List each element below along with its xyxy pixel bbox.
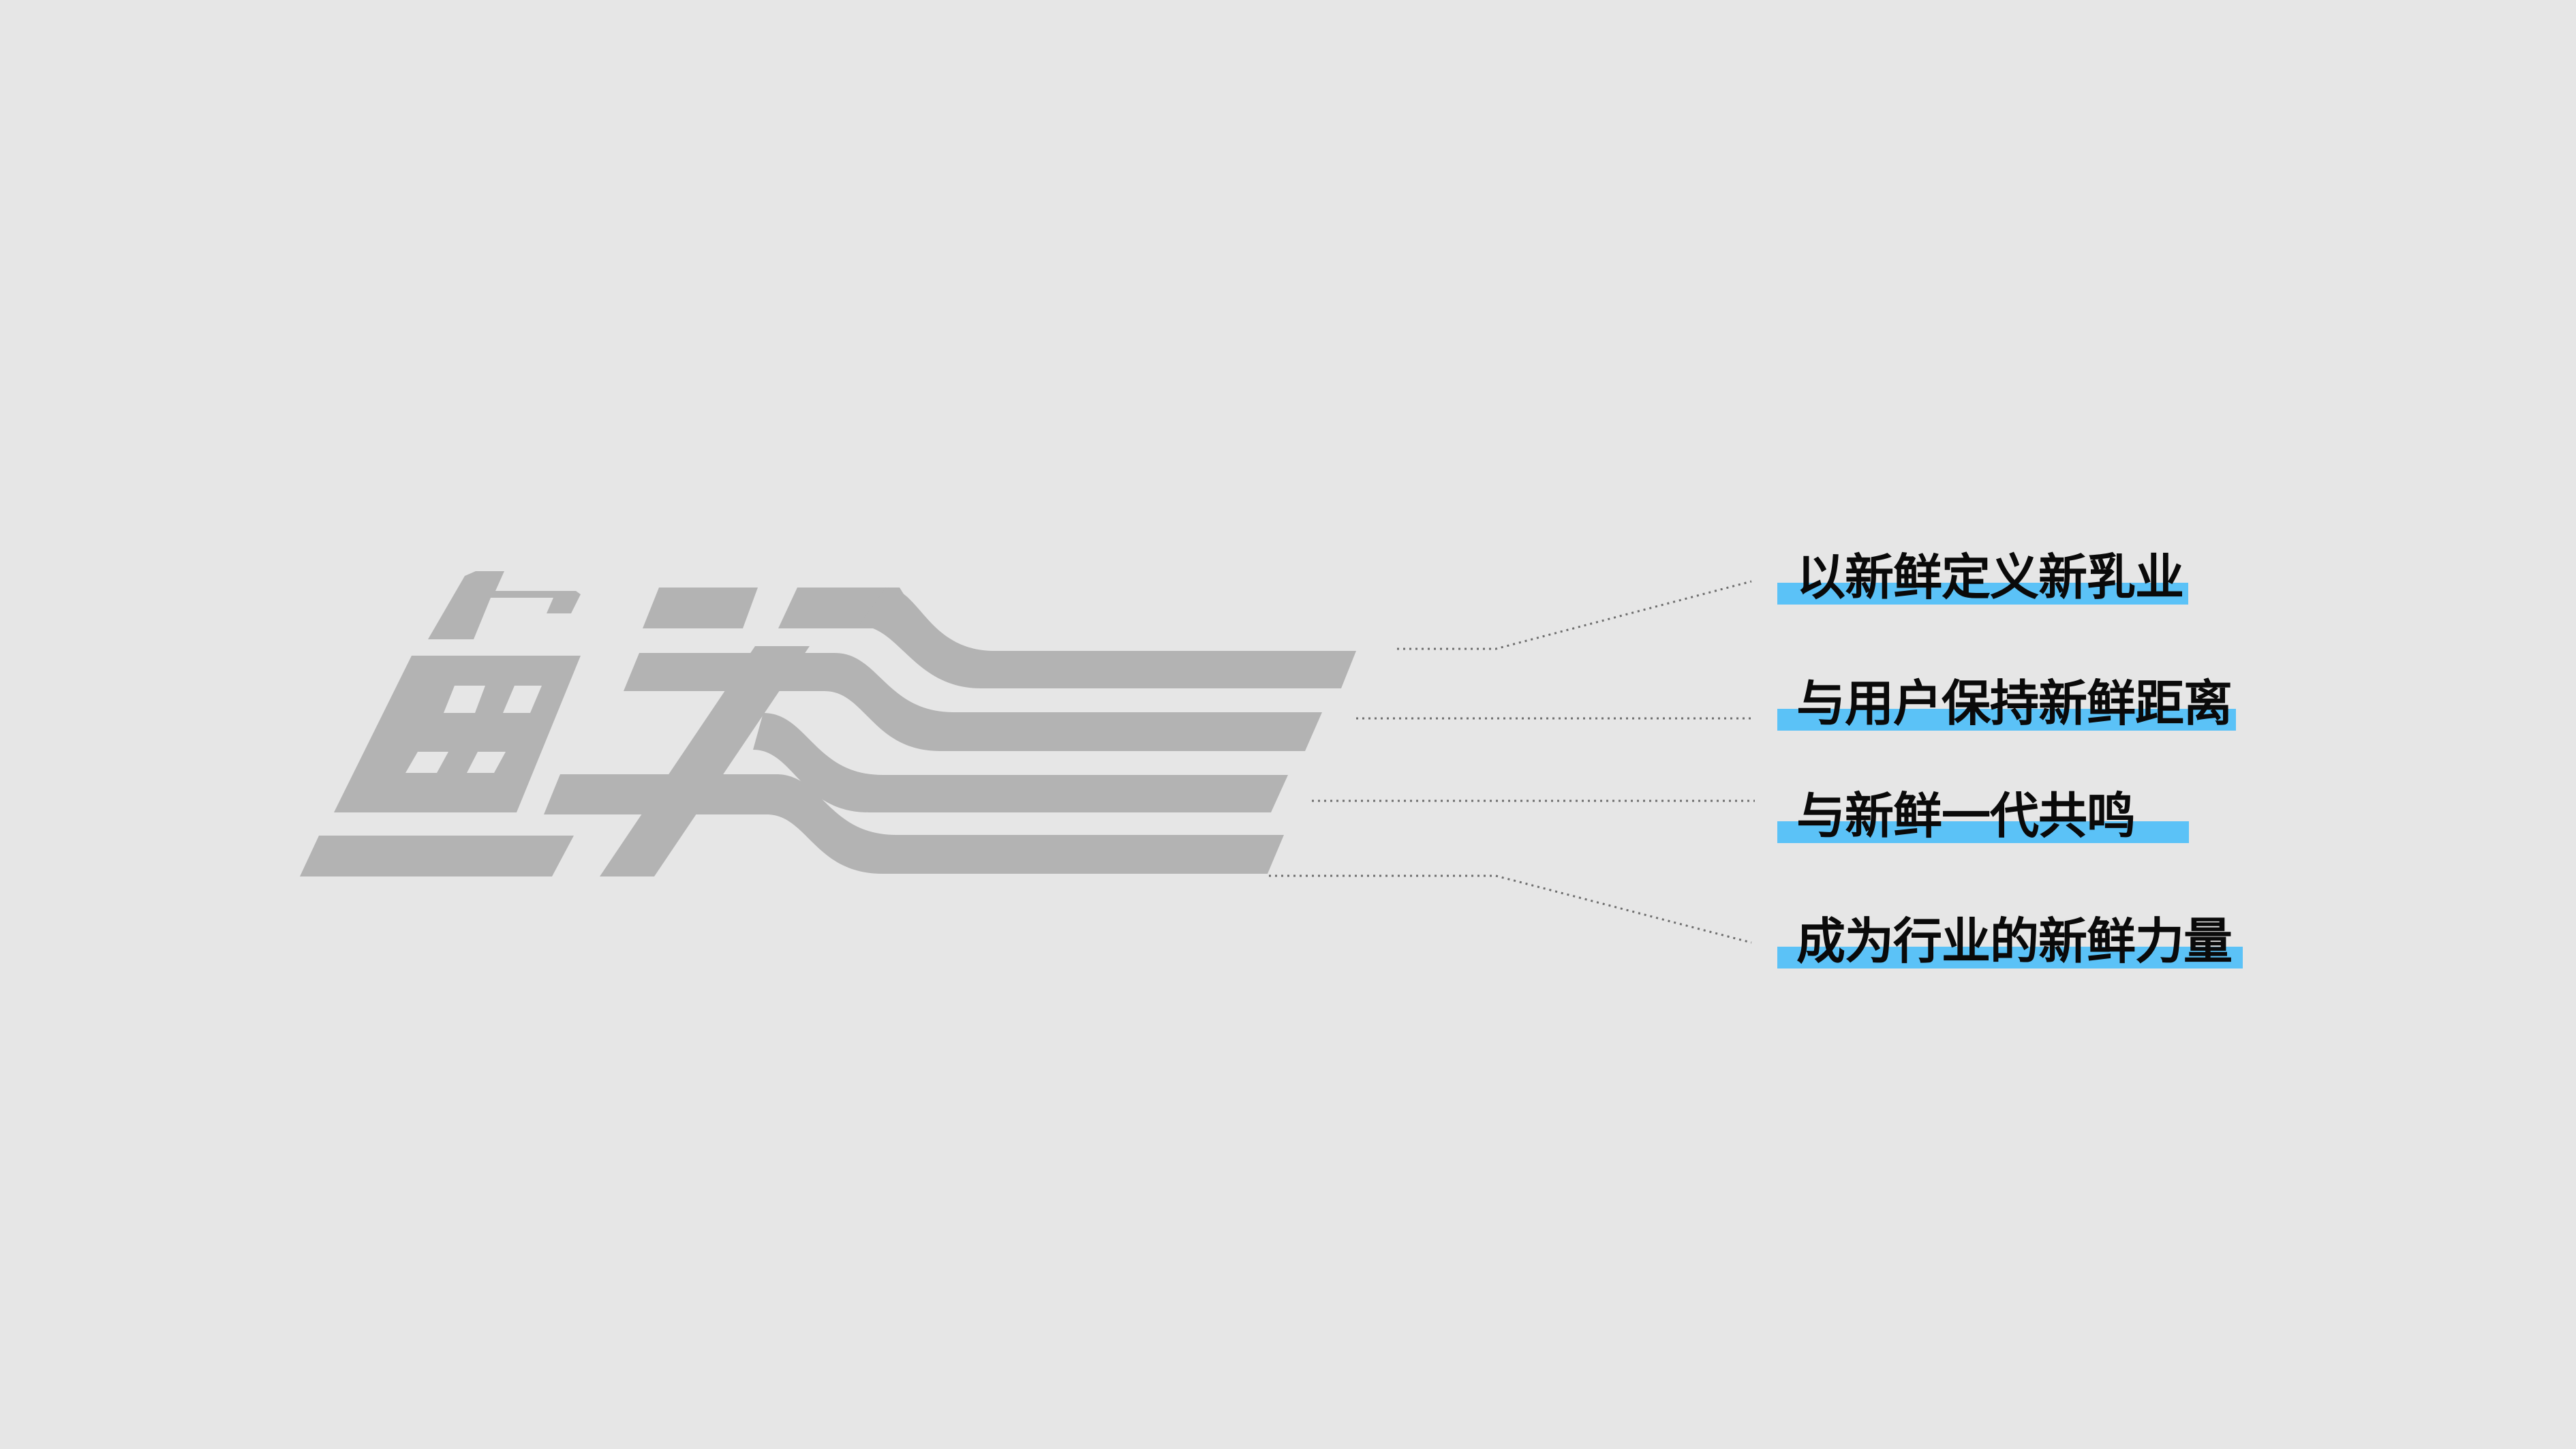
tagline-text: 以新鲜定义新乳业 [1796,549,2184,606]
xian-logo-glyph [300,571,1356,876]
tagline-text: 成为行业的新鲜力量 [1796,913,2233,970]
connector-line-1 [1397,580,1752,650]
connector-lines [1269,580,1755,944]
logo-stroke [300,836,574,876]
logo-stroke [643,588,758,628]
logo-stroke [428,571,581,639]
tagline-highlight [1777,709,2236,731]
logo-stroke [600,646,810,876]
logo-stroke [334,656,581,812]
tagline-text: 与新鲜一代共鸣 [1796,787,2136,844]
tagline-text: 与用户保持新鲜距离 [1796,675,2233,732]
tagline-highlight [1777,821,2189,843]
logo-bar-2 [624,653,1322,751]
tagline-highlight [1777,947,2243,968]
logo-bar-3 [544,774,1284,874]
logo-bar-4 [753,713,1288,812]
logo-bar-1 [859,588,1356,688]
tagline-highlight [1777,583,2188,605]
connector-line-4 [1269,874,1752,944]
